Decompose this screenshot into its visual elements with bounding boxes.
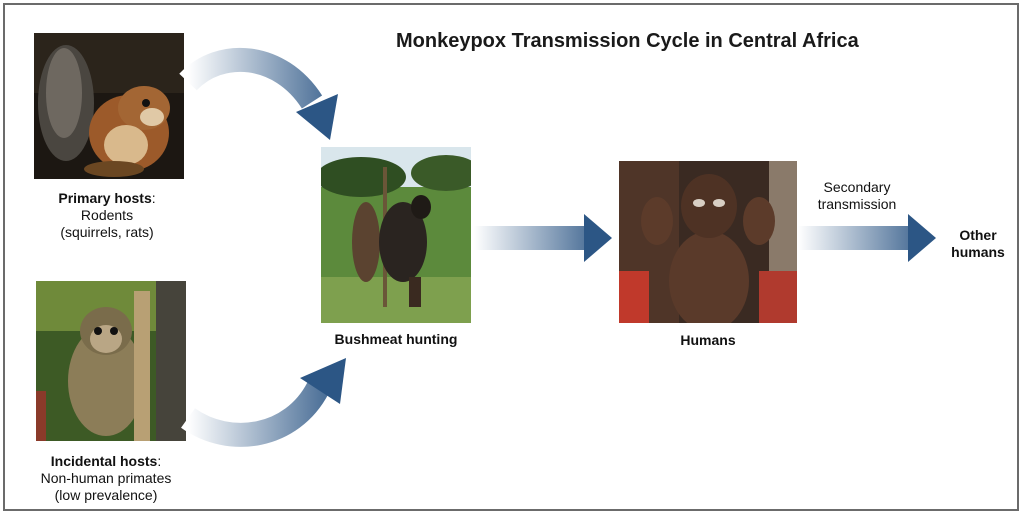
humans-photo <box>619 161 797 323</box>
incidental-hosts-heading: Incidental hosts <box>50 453 158 469</box>
other-humans-line1: Other <box>959 227 997 243</box>
secondary-transmission-label: Secondary transmission <box>802 179 912 213</box>
other-humans-line2: humans <box>951 244 1005 260</box>
primary-hosts-heading: Primary hosts <box>58 190 152 206</box>
secondary-line2: transmission <box>817 196 897 212</box>
diagram-title: Monkeypox Transmission Cycle in Central … <box>396 30 859 52</box>
secondary-line1: Secondary <box>823 179 891 195</box>
primary-hosts-line2: (squirrels, rats) <box>60 224 154 240</box>
incidental-hosts-line1: Non-human primates <box>40 470 172 486</box>
incidental-hosts-label: Incidental hosts: Non-human primates (lo… <box>14 453 198 504</box>
monkey-photo <box>36 281 186 441</box>
humans-label: Humans <box>680 332 736 348</box>
other-humans-label: Other humans <box>940 227 1016 261</box>
bushmeat-photo <box>321 147 471 323</box>
incidental-hosts-colon: : <box>157 453 162 469</box>
incidental-hosts-line2: (low prevalence) <box>54 487 158 503</box>
primary-hosts-colon: : <box>151 190 156 206</box>
bushmeat-label: Bushmeat hunting <box>334 331 458 347</box>
primary-hosts-line1: Rodents <box>80 207 134 223</box>
primary-hosts-label: Primary hosts: Rodents (squirrels, rats) <box>22 190 192 241</box>
squirrel-photo <box>34 33 184 179</box>
